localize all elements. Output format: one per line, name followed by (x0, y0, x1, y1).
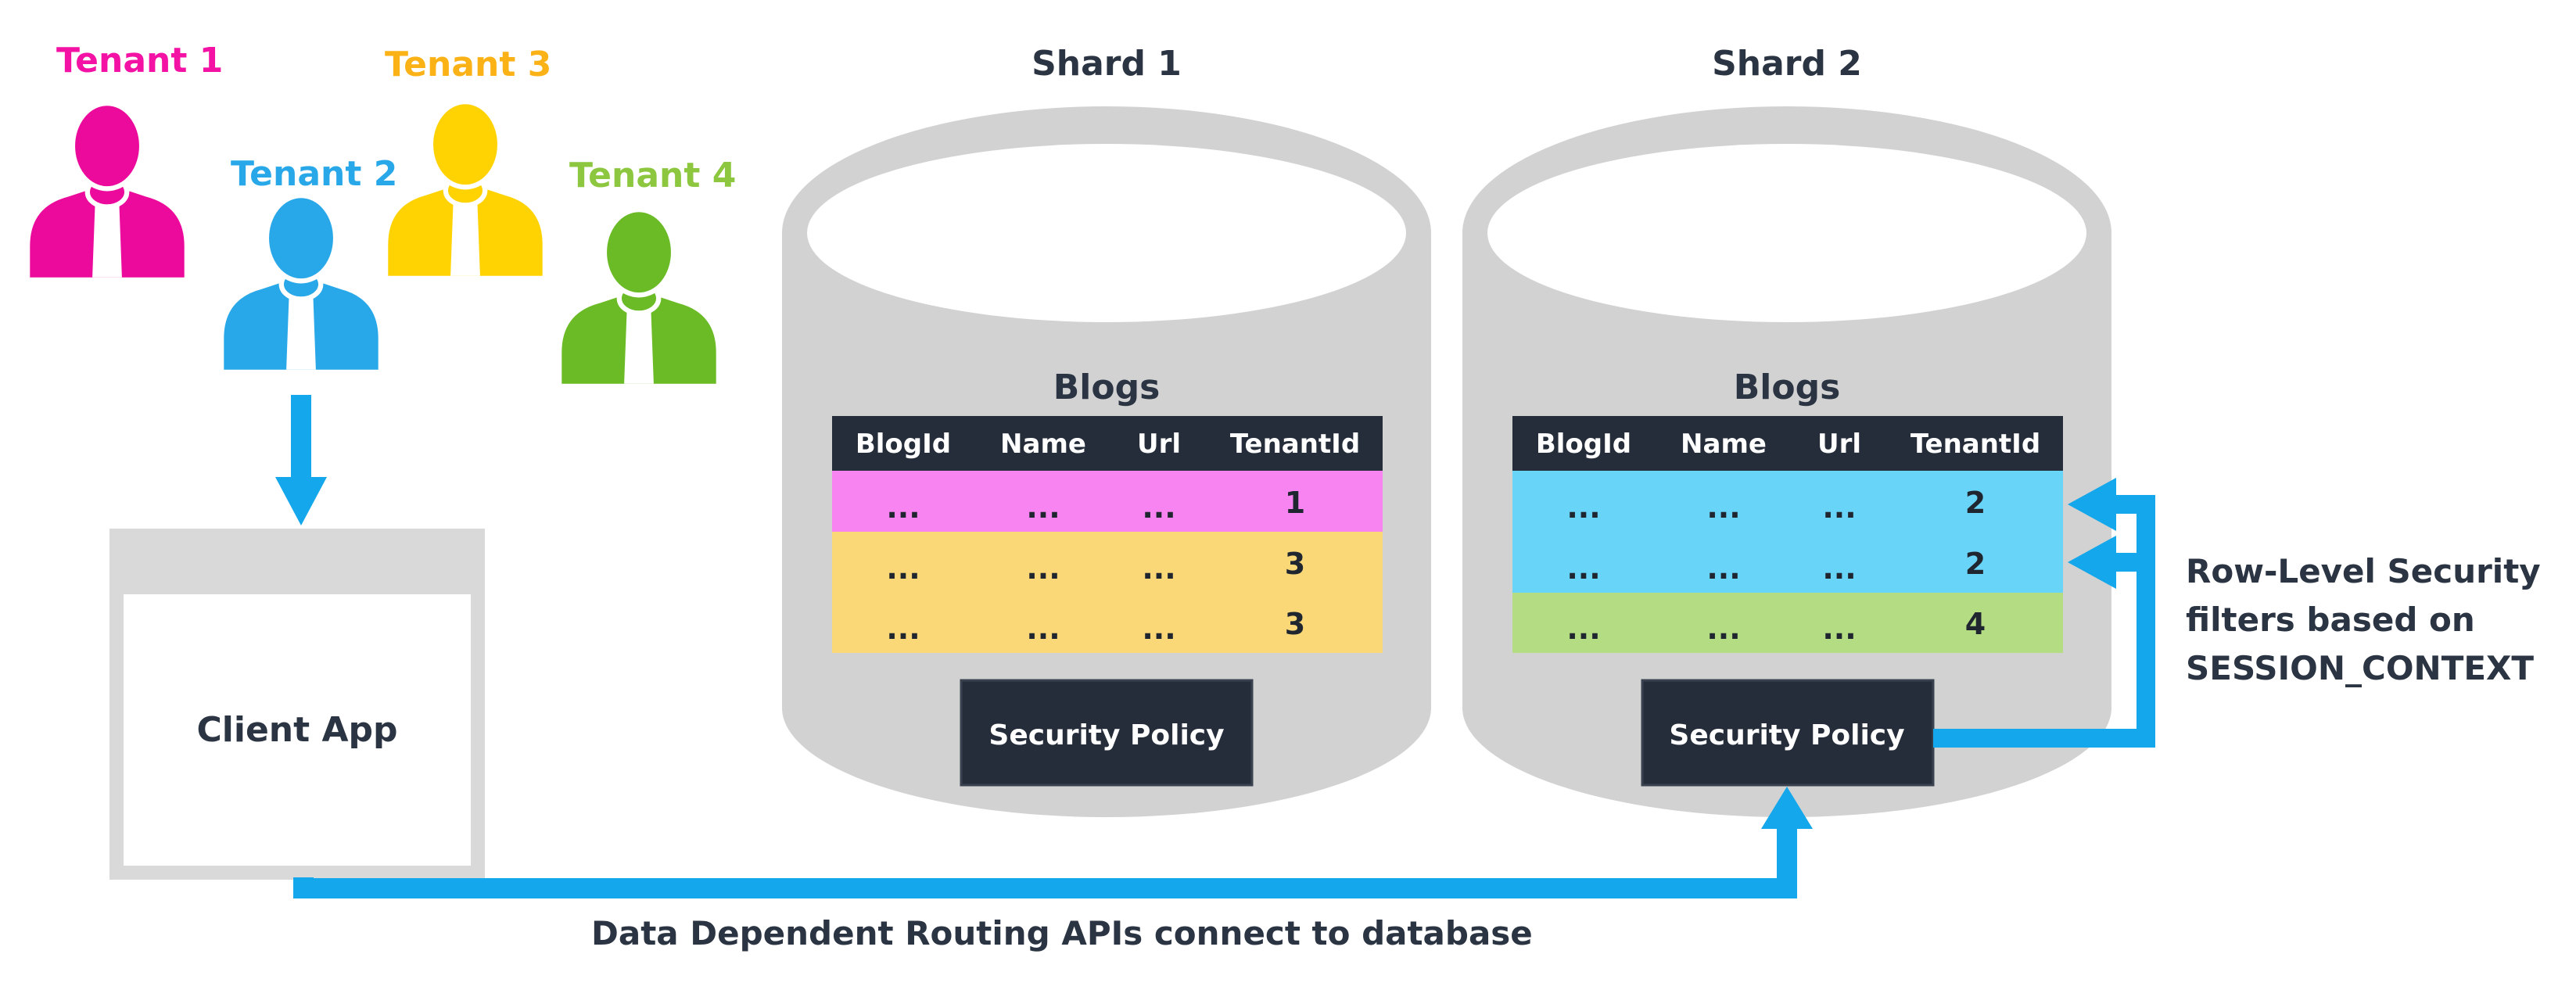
shard2-row-tenant2b (1512, 532, 2063, 593)
shard1-col-url: Url (1137, 429, 1181, 460)
cell: ... (1706, 490, 1740, 525)
tenant-3-label: Tenant 3 (385, 45, 551, 84)
row-filter-arrow-1-icon (2068, 478, 2116, 531)
shard2-blogs-table: BlogId Name Url TenantId ... ... ... 2 .… (1512, 416, 2063, 653)
shard1-row3-cells: ... ... ... 3 (886, 607, 1305, 646)
shard2-row2-cells: ... ... ... 2 (1566, 547, 1986, 586)
shard1-security-policy-label: Security Policy (988, 719, 1224, 751)
cell: ... (1706, 551, 1740, 586)
shard1-cylinder-opening (807, 144, 1406, 322)
cell: ... (1142, 490, 1175, 525)
cell: ... (886, 490, 920, 525)
tenant-1-person-icon (30, 103, 184, 278)
tenant-to-clientapp-arrow-icon (275, 395, 327, 525)
shard2-table-header (1512, 416, 2063, 471)
shard1-row1-cells: ... ... ... 1 (886, 486, 1305, 525)
shard1-col-blogid: BlogId (856, 429, 951, 460)
cell-tenantid: 2 (1965, 547, 1986, 581)
shard1-col-name: Name (1000, 429, 1086, 460)
rls-annotation-line1: Row-Level Security (2186, 552, 2541, 590)
cell: ... (1142, 551, 1175, 586)
shard1-col-tenantid: TenantId (1230, 429, 1360, 460)
cell-tenantid: 2 (1965, 486, 1986, 520)
rls-annotation: Row-Level Security filters based on SESS… (2186, 552, 2541, 687)
shard2-col-tenantid: TenantId (1910, 429, 2040, 460)
shard2-row3-cells: ... ... ... 4 (1566, 607, 1986, 646)
tenant-4-person-icon (561, 210, 716, 384)
tenant-1-label: Tenant 1 (56, 41, 223, 81)
shard1-title: Shard 1 (1031, 44, 1182, 84)
shard1-row-tenant3b (832, 593, 1383, 653)
rls-filter-connector (1933, 478, 2155, 748)
shard1-table-title: Blogs (1053, 368, 1161, 407)
tenants-group: Tenant 1 Tenant 2 Tenant 3 Tenant 4 (30, 41, 736, 384)
client-app-box: Client App (109, 529, 485, 880)
tenant-3-person-icon (388, 102, 542, 276)
tenant-2-label: Tenant 2 (231, 154, 397, 194)
shard2-group: Shard 2 Blogs BlogId Name Url TenantId .… (1462, 44, 2111, 817)
shard1-table-header (832, 416, 1383, 471)
cell: ... (886, 551, 920, 586)
ddr-connector (293, 787, 1813, 898)
cell: ... (1566, 490, 1600, 525)
tenant-2-person-icon (224, 195, 378, 370)
cell-tenantid: 3 (1285, 547, 1305, 581)
cell: ... (1142, 611, 1175, 646)
rls-annotation-line2: filters based on (2186, 601, 2475, 639)
shard2-table-title: Blogs (1734, 368, 1841, 407)
cell: ... (1822, 490, 1856, 525)
shard2-row-tenant2a (1512, 471, 2063, 532)
shard2-title: Shard 2 (1712, 44, 1862, 84)
shard2-col-name: Name (1681, 429, 1767, 460)
cell: ... (1026, 490, 1060, 525)
row-filter-arrow-2-icon (2068, 536, 2116, 589)
shard2-security-policy-box: Security Policy (1641, 679, 1935, 787)
cell: ... (1822, 611, 1856, 646)
tenant-4-label: Tenant 4 (569, 156, 736, 195)
security-policy-up-arrow-icon (1761, 787, 1813, 829)
shard2-col-url: Url (1817, 429, 1861, 460)
cell: ... (1566, 611, 1600, 646)
cell: ... (886, 611, 920, 646)
shard2-security-policy-label: Security Policy (1669, 719, 1904, 751)
cell: ... (1026, 551, 1060, 586)
rls-annotation-line3: SESSION_CONTEXT (2186, 649, 2534, 687)
shard1-row-tenant1 (832, 471, 1383, 532)
shard2-cylinder-opening (1487, 144, 2086, 322)
shard2-row1-cells: ... ... ... 2 (1566, 486, 1986, 525)
shard1-row2-cells: ... ... ... 3 (886, 547, 1305, 586)
cell: ... (1706, 611, 1740, 646)
shard1-group: Shard 1 Blogs BlogId Name Url TenantId .… (782, 44, 1431, 817)
shard1-security-policy-box: Security Policy (960, 679, 1254, 787)
shard2-col-blogid: BlogId (1536, 429, 1631, 460)
cell: ... (1822, 551, 1856, 586)
cell-tenantid: 1 (1285, 486, 1305, 520)
shard1-blogs-table: BlogId Name Url TenantId ... ... ... 1 .… (832, 416, 1383, 653)
cell: ... (1566, 551, 1600, 586)
bottom-caption: Data Dependent Routing APIs connect to d… (591, 914, 1533, 952)
client-app-label: Client App (196, 710, 397, 750)
shard1-row-tenant3a (832, 532, 1383, 593)
cell-tenantid: 3 (1285, 607, 1305, 641)
shard2-row-tenant4 (1512, 593, 2063, 653)
cell-tenantid: 4 (1965, 607, 1986, 641)
cell: ... (1026, 611, 1060, 646)
